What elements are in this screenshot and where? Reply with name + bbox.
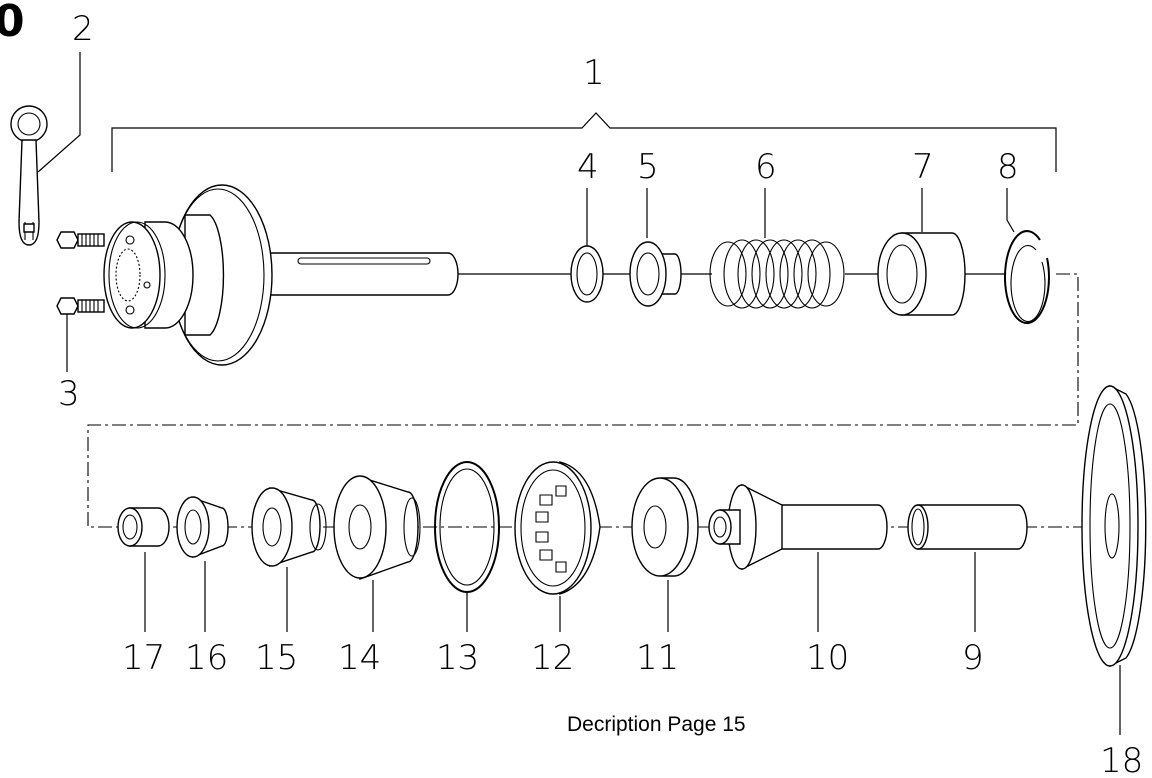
part-2-spanner-wrench [10, 105, 48, 246]
part-18-handwheel [1081, 384, 1147, 668]
part-number-1: 1 [583, 53, 605, 93]
part-number-17: 17 [122, 638, 165, 678]
part-4-washer [570, 245, 604, 303]
part-number-14: 14 [338, 638, 381, 678]
part-8-retaining-ring [1003, 230, 1050, 325]
part-number-18: 18 [1100, 741, 1143, 778]
part-10-flanged-tube [708, 483, 888, 571]
part-number-7: 7 [912, 147, 934, 187]
part-number-6: 6 [755, 147, 777, 187]
part-11-disc [631, 477, 699, 577]
part-1-shaft-assembly [103, 184, 459, 366]
part-6-spring [709, 239, 845, 309]
part-17-adapter [117, 507, 170, 547]
part-15-cone [251, 487, 327, 567]
leader-lines [37, 52, 1121, 735]
part-13-ring [434, 461, 500, 593]
part-number-3: 3 [58, 374, 80, 414]
part-number-10: 10 [806, 638, 849, 678]
part-7-sleeve [877, 232, 966, 316]
part-number-13: 13 [436, 638, 479, 678]
part-number-12: 12 [531, 638, 574, 678]
part-9-tube [907, 504, 1028, 550]
part-number-5: 5 [637, 147, 659, 187]
part-14-large-cone [333, 475, 421, 580]
page-caption: Decription Page 15 [567, 713, 746, 736]
part-5-bushing [629, 241, 682, 307]
part-number-2: 2 [72, 9, 94, 49]
part-number-16: 16 [185, 638, 228, 678]
part-number-4: 4 [577, 147, 599, 187]
part-12-cup [514, 461, 601, 595]
corner-mark: 0 [0, 0, 25, 47]
part-number-11: 11 [636, 638, 679, 678]
part-3-bolts [56, 231, 105, 315]
part-number-8: 8 [997, 147, 1019, 187]
part-number-9: 9 [962, 638, 984, 678]
part-16-small-cone [176, 496, 229, 559]
part-number-15: 15 [255, 638, 298, 678]
